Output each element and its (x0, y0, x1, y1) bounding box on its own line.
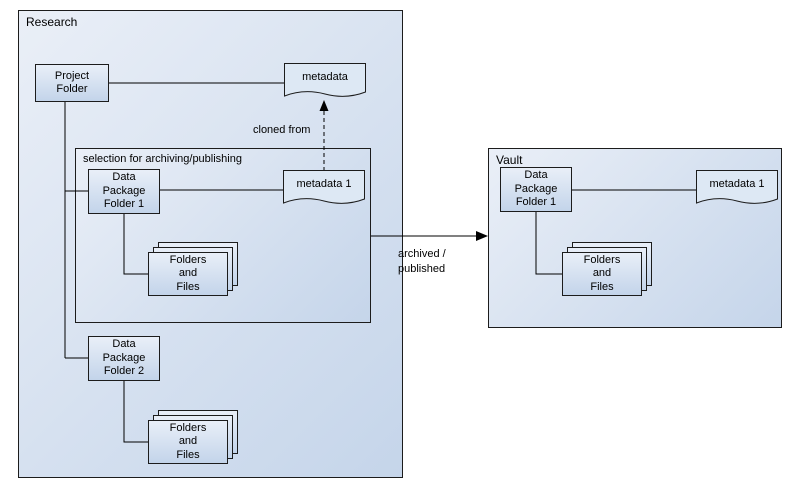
metadata-1-document-label: metadata 1 (296, 178, 352, 190)
vault-data-package-folder-1-node: Data Package Folder 1 (500, 167, 572, 212)
vault-metadata-1-document: metadata 1 (696, 170, 778, 208)
vault-folders-files-stack: Folders and Files (562, 242, 652, 296)
research-label: Research (26, 15, 78, 29)
stack-sheet-front: Folders and Files (148, 420, 228, 464)
document-shape (284, 63, 366, 97)
vault-metadata-1-document-label: metadata 1 (709, 178, 765, 190)
data-package-folder-1-node: Data Package Folder 1 (88, 169, 160, 214)
folders-files-stack-1: Folders and Files (148, 242, 238, 296)
selection-label: selection for archiving/publishing (83, 153, 242, 165)
project-folder-node: Project Folder (35, 64, 109, 102)
stack-sheet-front: Folders and Files (148, 252, 228, 296)
document-shape (696, 170, 778, 204)
cloned-from-label: cloned from (253, 124, 311, 136)
archived-published-label: archived / published (398, 248, 446, 275)
data-package-folder-2-node: Data Package Folder 2 (88, 336, 160, 381)
stack-sheet-front: Folders and Files (562, 252, 642, 296)
archived-published-arrowhead (476, 231, 488, 241)
folders-files-stack-2: Folders and Files (148, 410, 238, 464)
vault-label: Vault (496, 153, 523, 167)
metadata-1-document: metadata 1 (283, 170, 365, 208)
document-shape (283, 170, 365, 204)
metadata-document: metadata (284, 63, 366, 101)
metadata-document-label: metadata (302, 71, 348, 83)
